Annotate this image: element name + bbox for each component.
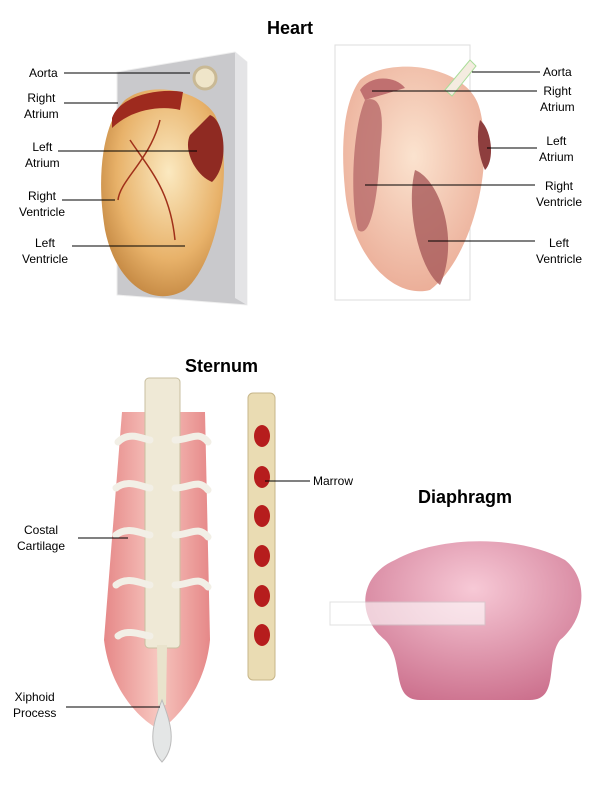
sternum-illustration	[104, 377, 276, 763]
heart-title: Heart	[267, 18, 314, 38]
heart-exterior-illustration	[101, 51, 248, 306]
diaphragm-illustration	[329, 541, 582, 700]
sternum-title: Sternum	[185, 356, 259, 376]
heart-interior-illustration	[334, 44, 492, 301]
label-aorta-interior: Aorta	[543, 65, 572, 79]
diaphragm-title: Diaphragm	[418, 487, 513, 507]
leader-lines	[58, 71, 540, 708]
label-marrow: Marrow	[313, 474, 354, 488]
label-aorta: Aorta	[29, 66, 58, 80]
